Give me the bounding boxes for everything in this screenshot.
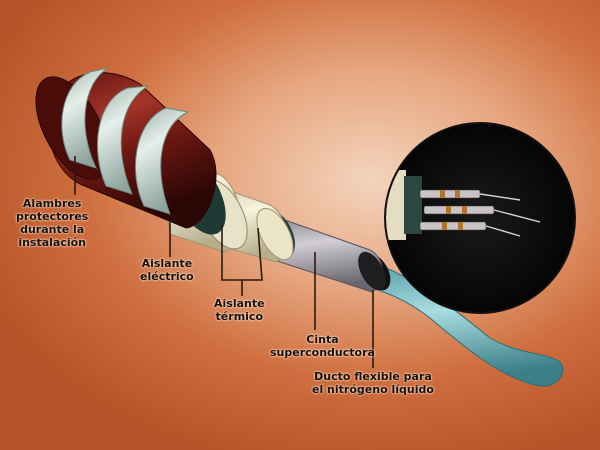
label-line: protectores bbox=[16, 210, 89, 223]
label-line: Aislante bbox=[141, 257, 193, 270]
label-thermal-insulation: Aislante térmico bbox=[214, 297, 265, 323]
label-line: eléctrico bbox=[140, 270, 194, 283]
label-line: instalación bbox=[18, 236, 87, 249]
leader-lines bbox=[74, 156, 374, 368]
inset-closeup bbox=[384, 122, 576, 314]
label-line: térmico bbox=[215, 310, 264, 323]
label-line: Alambres bbox=[22, 197, 82, 210]
tape-end bbox=[358, 251, 386, 291]
label-electrical-insulation: Aislante eléctrico bbox=[140, 257, 194, 283]
label-line: Cinta bbox=[306, 333, 339, 346]
label-line: durante la bbox=[20, 223, 85, 236]
label-line: superconductora bbox=[270, 346, 375, 359]
label-nitrogen-duct: Ducto flexible para el nitrógeno líquido bbox=[312, 370, 434, 396]
label-protective-wires: Alambres protectores durante la instalac… bbox=[16, 197, 88, 249]
label-line: Ducto flexible para bbox=[314, 370, 432, 383]
label-line: Aislante bbox=[214, 297, 265, 310]
thermal-insulation-end bbox=[256, 207, 294, 261]
nitrogen-duct bbox=[359, 261, 564, 387]
label-superconducting-tape: Cinta superconductora bbox=[270, 333, 375, 359]
label-line: el nitrógeno líquido bbox=[312, 383, 434, 396]
protective-bands bbox=[61, 67, 190, 215]
